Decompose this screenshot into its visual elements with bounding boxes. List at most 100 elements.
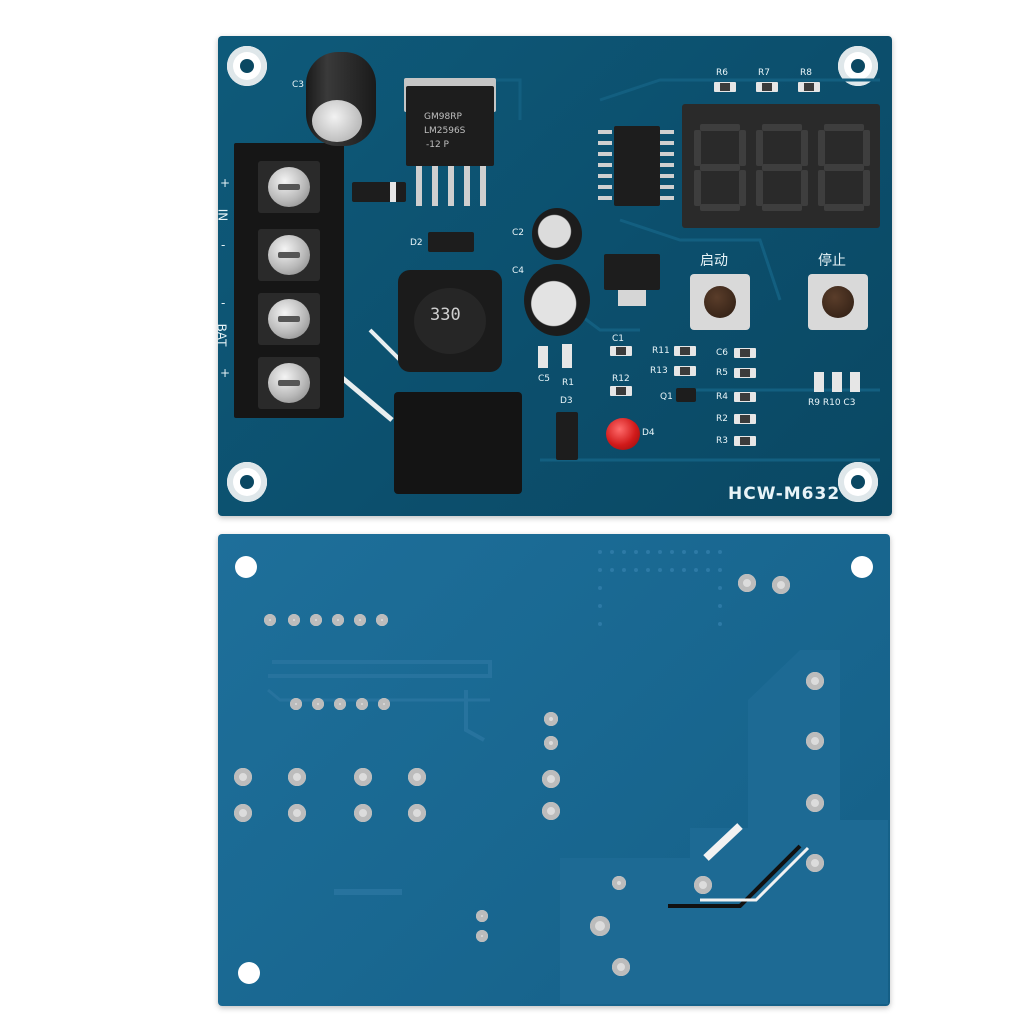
solder-pad-icon bbox=[806, 672, 824, 690]
smd-resistor-r11 bbox=[674, 346, 696, 356]
solder-pad-icon bbox=[334, 698, 346, 710]
mounting-hole-icon bbox=[238, 962, 260, 984]
stop-button[interactable] bbox=[808, 274, 868, 330]
ref-q1: Q1 bbox=[660, 392, 673, 402]
terminal-label-bat-minus: - bbox=[221, 296, 226, 310]
ref-d3: D3 bbox=[560, 396, 573, 406]
ref-c3-top: C3 bbox=[292, 80, 305, 90]
solder-pad-icon bbox=[772, 576, 790, 594]
mounting-hole-icon bbox=[227, 46, 267, 86]
regulator-pin bbox=[432, 166, 438, 206]
solder-pad-icon bbox=[476, 910, 488, 922]
solder-pad-icon bbox=[590, 916, 610, 936]
button-cap-icon bbox=[704, 286, 736, 318]
smd-capacitor-c1 bbox=[610, 346, 632, 356]
solder-pad-icon bbox=[356, 698, 368, 710]
solder-pad-icon bbox=[376, 614, 388, 626]
diode-d3 bbox=[556, 412, 578, 460]
solder-pad-icon bbox=[288, 804, 306, 822]
smd-capacitor-c6 bbox=[734, 348, 756, 358]
solder-pad-icon bbox=[806, 794, 824, 812]
ref-r6: R6 bbox=[716, 68, 728, 78]
solder-pad-icon bbox=[310, 614, 322, 626]
smd-resistor-r4 bbox=[734, 392, 756, 402]
regulator-sot223 bbox=[604, 254, 660, 290]
smd-capacitor-c5 bbox=[538, 346, 548, 368]
ref-r7: R7 bbox=[758, 68, 770, 78]
ref-r1: R1 bbox=[562, 378, 574, 388]
transistor-q1 bbox=[676, 388, 696, 402]
inductor-marking: 330 bbox=[430, 305, 461, 325]
diode-d2 bbox=[428, 232, 474, 252]
solder-pad-icon bbox=[806, 732, 824, 750]
solder-pad-icon bbox=[612, 876, 626, 890]
smd-resistor-r1 bbox=[562, 344, 572, 368]
red-led-icon bbox=[606, 418, 640, 450]
solder-pad-icon bbox=[738, 574, 756, 592]
ref-r9-r10-c3: R9 R10 C3 bbox=[808, 398, 856, 408]
screw-terminal-block bbox=[234, 143, 344, 418]
ref-d2: D2 bbox=[410, 238, 423, 248]
ref-c6: C6 bbox=[716, 348, 729, 358]
solder-pad-icon bbox=[694, 876, 712, 894]
smd-resistor-r13 bbox=[674, 366, 696, 376]
solder-pad-icon bbox=[264, 614, 276, 626]
mounting-hole-icon bbox=[227, 462, 267, 502]
logic-ic bbox=[614, 126, 660, 206]
solder-pad-icon bbox=[234, 804, 252, 822]
smd-resistor-r12 bbox=[610, 386, 632, 396]
screw-icon bbox=[268, 235, 310, 275]
solder-pad-icon bbox=[542, 802, 560, 820]
start-button-label: 启动 bbox=[700, 253, 728, 269]
capacitor-c4-icon bbox=[524, 264, 590, 336]
seven-segment-display bbox=[682, 104, 880, 228]
screw-icon bbox=[268, 363, 310, 403]
ref-c1: C1 bbox=[612, 334, 625, 344]
terminal-screw bbox=[258, 229, 320, 281]
solder-pad-icon bbox=[612, 958, 630, 976]
solder-pad-icon bbox=[408, 804, 426, 822]
smd-resistor-r2 bbox=[734, 414, 756, 424]
smd-resistor-r10 bbox=[832, 372, 842, 392]
ref-c2: C2 bbox=[512, 228, 525, 238]
ref-r3: R3 bbox=[716, 436, 728, 446]
solder-pad-icon bbox=[332, 614, 344, 626]
model-label: HCW-M632 bbox=[728, 484, 841, 504]
regulator-marking-1: GM98RP bbox=[424, 112, 462, 122]
terminal-label-in-plus: + bbox=[220, 176, 231, 190]
stop-button-label: 停止 bbox=[818, 253, 846, 269]
ref-r13: R13 bbox=[650, 366, 668, 376]
ref-r11: R11 bbox=[652, 346, 670, 356]
inductor-core-icon bbox=[414, 288, 486, 354]
terminal-label-bat-plus: + bbox=[220, 366, 231, 380]
display-digit bbox=[694, 124, 746, 211]
start-button[interactable] bbox=[690, 274, 750, 330]
terminal-label-in-minus: - bbox=[221, 238, 226, 252]
ref-r5: R5 bbox=[716, 368, 728, 378]
smd-resistor-r8 bbox=[798, 82, 820, 92]
solder-pad-icon bbox=[806, 854, 824, 872]
ref-d4: D4 bbox=[642, 428, 655, 438]
smd-resistor-r5 bbox=[734, 368, 756, 378]
solder-pad-icon bbox=[354, 804, 372, 822]
mounting-hole-icon bbox=[838, 462, 878, 502]
solder-pad-icon bbox=[290, 698, 302, 710]
ic-pins-icon bbox=[598, 130, 674, 200]
diode-lead bbox=[390, 182, 396, 202]
schottky-diode-component bbox=[394, 392, 522, 494]
solder-pad-icon bbox=[542, 770, 560, 788]
smd-resistor-r7 bbox=[756, 82, 778, 92]
terminal-screw bbox=[258, 161, 320, 213]
regulator-pin bbox=[480, 166, 486, 206]
solder-pad-icon bbox=[288, 768, 306, 786]
smd-resistor-r9 bbox=[814, 372, 824, 392]
ref-c5: C5 bbox=[538, 374, 551, 384]
solder-pad-icon bbox=[544, 712, 558, 726]
mounting-hole-icon bbox=[851, 556, 873, 578]
regulator-chip bbox=[406, 86, 494, 166]
smd-resistor-r6 bbox=[714, 82, 736, 92]
capacitor-top-icon bbox=[312, 100, 362, 142]
solder-pad-icon bbox=[234, 768, 252, 786]
button-cap-icon bbox=[822, 286, 854, 318]
